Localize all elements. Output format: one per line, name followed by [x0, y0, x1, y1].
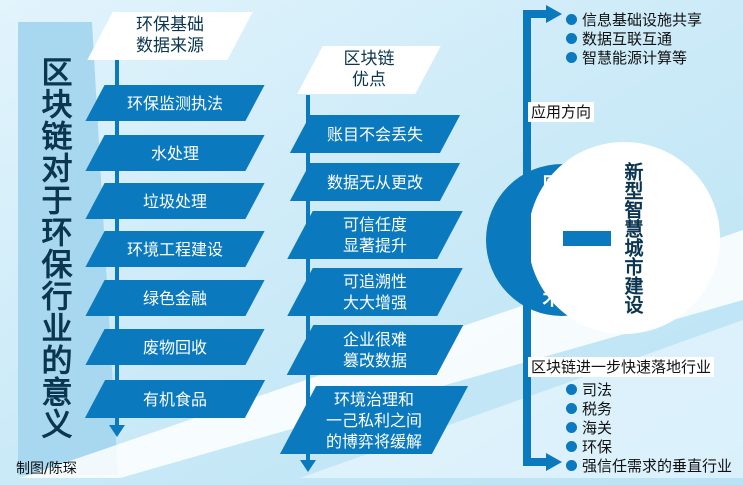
col1-item: 水处理 — [95, 135, 255, 171]
col1-item: 有机食品 — [95, 380, 255, 418]
page-title-text: 区块链对于环保行业的意义 — [35, 56, 72, 440]
col1-item: 垃圾处理 — [95, 183, 255, 219]
circle-left-label: 区块链底层技术 — [539, 173, 562, 307]
list-item-label: 智慧能源计算等 — [582, 49, 688, 67]
list-item-label: 环保 — [582, 438, 613, 456]
col1-header: 环保基础 数据来源 — [100, 12, 240, 60]
col2-item: 企业很难 篡改数据 — [300, 325, 450, 375]
page-title: 区块链对于环保行业的意义 — [24, 28, 84, 468]
credit: 制图/陈琛 — [16, 461, 77, 477]
col1-item: 环保监测执法 — [95, 85, 255, 121]
list-item: 强信任需求的垂直行业 — [566, 456, 732, 475]
list-item: 智慧能源计算等 — [566, 48, 702, 67]
list-item-label: 税务 — [582, 400, 613, 418]
col2-item: 可信任度 显著提升 — [300, 211, 450, 259]
col1-item-label: 环保监测执法 — [126, 93, 223, 113]
bullet-icon — [566, 422, 577, 433]
arrow-head-bottom — [546, 453, 562, 471]
col1-item: 绿色金融 — [95, 280, 255, 316]
col1-item: 废物回收 — [95, 329, 255, 365]
application-direction-label: 应用方向 — [528, 102, 595, 122]
list-item: 司法 — [566, 380, 732, 399]
list-item-label: 数据互联互通 — [582, 30, 673, 48]
bullet-icon — [566, 441, 577, 452]
col1-item: 环境工程建设 — [95, 231, 255, 267]
arrow-head-top — [546, 5, 562, 23]
col2-item-label: 环境治理和 一己私利之间 的博弈将缓解 — [325, 389, 422, 451]
col2-item: 数据无从更改 — [300, 163, 450, 201]
bottom-heading: 区块链进一步快速落地行业 — [528, 357, 715, 377]
col1-item-label: 有机食品 — [142, 389, 207, 409]
list-item-label: 信息基础设施共享 — [582, 11, 703, 29]
circle-right-text: 新型智慧城市建设 — [612, 150, 652, 325]
top-application-list: 信息基础设施共享 数据互联互通 智慧能源计算等 — [566, 10, 702, 67]
list-item-label: 强信任需求的垂直行业 — [582, 457, 733, 475]
col1-header-text: 环保基础 数据来源 — [136, 15, 204, 56]
city-circle-right — [528, 142, 720, 334]
col2-item-label: 企业很难 篡改数据 — [342, 330, 407, 370]
col2-arrow — [300, 460, 316, 472]
bottom-industry-list: 司法 税务 海关 环保 强信任需求的垂直行业 — [566, 380, 732, 475]
bullet-icon — [566, 52, 577, 63]
bullet-icon — [566, 403, 577, 414]
col2-header-text: 区块链 优点 — [343, 49, 395, 90]
col2-item: 环境治理和 一己私利之间 的博弈将缓解 — [298, 386, 450, 454]
col2-item-label: 可追溯性 大大增强 — [342, 272, 407, 312]
col2-item: 账目不会丢失 — [300, 115, 450, 153]
list-item: 数据互联互通 — [566, 29, 702, 48]
crossbar — [563, 231, 611, 246]
col1-item-label: 环境工程建设 — [126, 239, 223, 259]
col2-item-label: 账目不会丢失 — [326, 124, 423, 144]
bullet-icon — [566, 33, 577, 44]
circle-right-label: 新型智慧城市建设 — [621, 161, 644, 314]
col1-item-label: 垃圾处理 — [142, 191, 207, 211]
bullet-icon — [566, 384, 577, 395]
col2-item-label: 数据无从更改 — [326, 172, 423, 192]
col2-header: 区块链 优点 — [310, 46, 428, 94]
col1-item-label: 绿色金融 — [142, 288, 207, 308]
list-item-label: 司法 — [582, 381, 613, 399]
list-item: 税务 — [566, 399, 732, 418]
col2-item-label: 可信任度 显著提升 — [342, 215, 407, 255]
col1-item-label: 废物回收 — [142, 337, 207, 357]
col2-item: 可追溯性 大大增强 — [300, 268, 450, 316]
list-item: 海关 — [566, 418, 732, 437]
list-item: 环保 — [566, 437, 732, 456]
list-item-label: 海关 — [582, 419, 613, 437]
col1-item-label: 水处理 — [150, 143, 199, 163]
bullet-icon — [566, 460, 577, 471]
col1-arrow — [109, 425, 125, 437]
circle-left-text: 区块链底层技术 — [528, 165, 572, 315]
list-item: 信息基础设施共享 — [566, 10, 702, 29]
bullet-icon — [566, 14, 577, 25]
